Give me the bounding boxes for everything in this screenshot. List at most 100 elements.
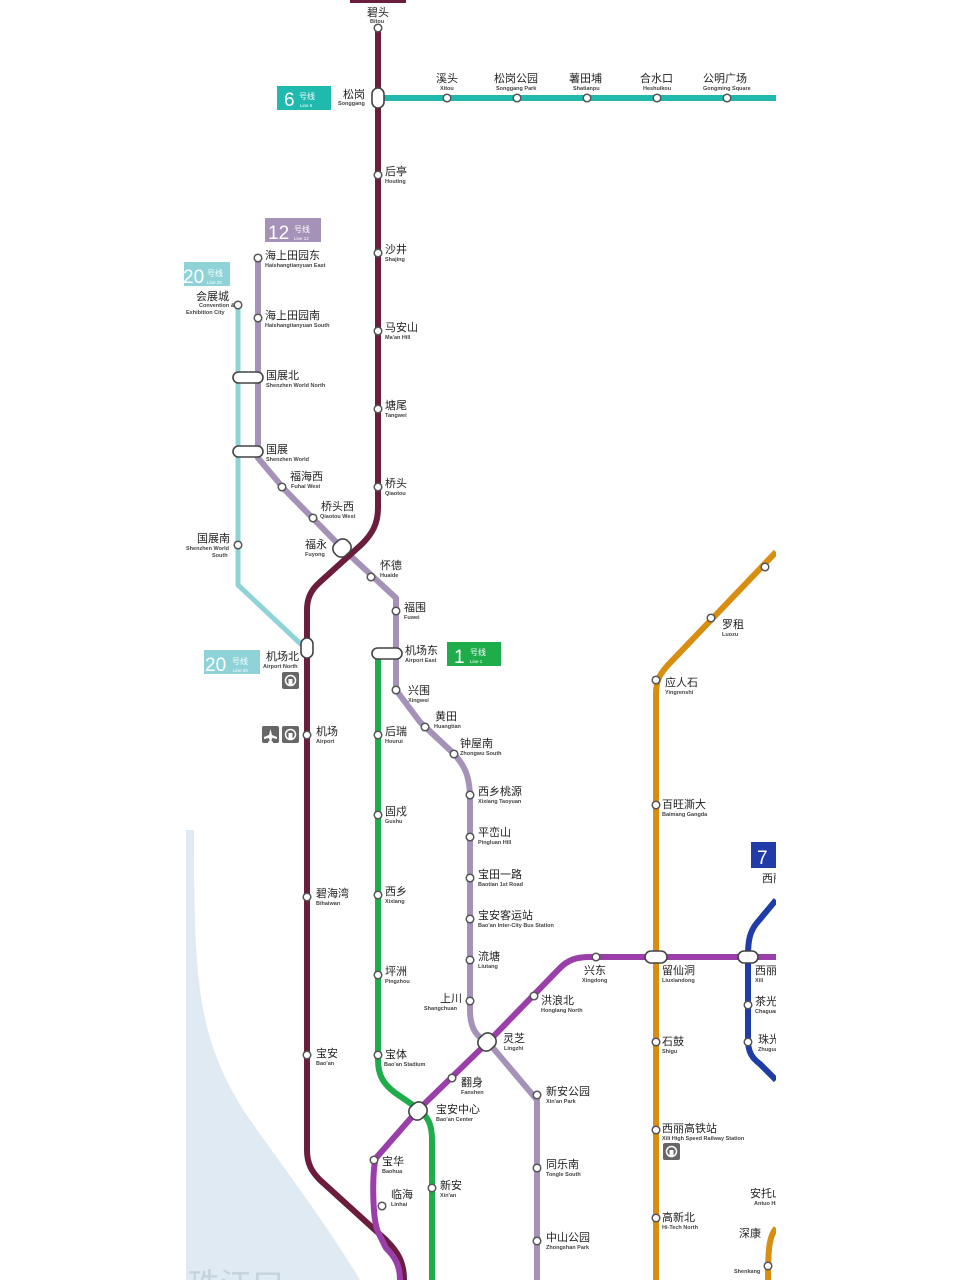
label-tangwei: 塘尾 [385, 398, 407, 412]
dot-huaide [366, 572, 376, 582]
dot-songgang-park [512, 93, 522, 103]
label-lingzhi: 灵芝 [503, 1032, 525, 1045]
label-huangtian: 黄田 [435, 709, 457, 723]
svg-text:Xixiang: Xixiang [385, 899, 405, 905]
dot-hstly-south [253, 313, 263, 323]
dot-airport [302, 730, 312, 740]
line-7-badge: 7 [751, 842, 776, 869]
line-7-route [745, 898, 776, 1083]
svg-text:Xin'an Park: Xin'an Park [546, 1099, 577, 1105]
dot-xitou [442, 93, 452, 103]
svg-text:Shajing: Shajing [385, 257, 405, 263]
dot-xinan [427, 1183, 437, 1193]
dot-xingdong [591, 952, 601, 962]
svg-text:Line 12: Line 12 [294, 236, 309, 241]
dot-baimang [651, 800, 661, 810]
railway-icon-airport [282, 726, 299, 743]
label-bitou: 碧头 [367, 6, 389, 19]
svg-text:Shenzhen World: Shenzhen World [186, 546, 229, 552]
label-honglang-north: 洪浪北 [541, 993, 574, 1007]
label-xili-hsr: 西丽高铁站 [662, 1121, 717, 1135]
label-zhuguang: 珠光 [758, 1032, 780, 1046]
svg-text:Pingzhou: Pingzhou [385, 979, 410, 985]
svg-text:Baotian 1st Road: Baotian 1st Road [478, 882, 523, 888]
label-qiaotou-west: 桥头西 [321, 500, 354, 513]
svg-text:Line 1: Line 1 [470, 659, 483, 664]
dot-baoan-bus [465, 914, 475, 924]
dot-gushu [373, 810, 383, 820]
svg-text:Exhibition City: Exhibition City [186, 310, 225, 316]
dot-hourui [373, 730, 383, 740]
label-xinan: 新安 [440, 1178, 462, 1192]
line-1-route [375, 654, 435, 1280]
svg-text:Bao'an Center: Bao'an Center [436, 1117, 474, 1123]
dot-yingrenshi [651, 675, 661, 685]
svg-text:Zhongwu South: Zhongwu South [460, 751, 502, 757]
label-xingwei: 兴围 [408, 684, 430, 697]
label-exhibition-city: 会展城 [196, 290, 229, 303]
label-xixiang-taoyuan: 西乡桃源 [478, 784, 522, 798]
svg-text:号线: 号线 [470, 647, 486, 657]
svg-text:Convention &: Convention & [199, 303, 235, 309]
svg-text:Ma'an Hill: Ma'an Hill [385, 335, 411, 341]
line-20-route [235, 305, 307, 650]
dot-huangtian [420, 722, 430, 732]
label-airport-north: 机场北 [266, 649, 299, 663]
svg-text:Tangwei: Tangwei [385, 413, 407, 419]
dot-gongming [722, 93, 732, 103]
dot-baohua [369, 1155, 379, 1165]
dot-linhai [377, 1201, 387, 1211]
svg-text:Chaguang: Chaguang [755, 1009, 782, 1015]
label-hstly-south: 海上田园南 [265, 308, 320, 322]
dot-zhuguang [743, 1037, 753, 1047]
label-shenkang: 深康 [739, 1226, 761, 1240]
dot-bitou [373, 23, 383, 33]
label-maan: 马安山 [385, 320, 418, 334]
svg-text:Houting: Houting [385, 179, 406, 185]
svg-text:号线: 号线 [294, 224, 310, 234]
label-xixiang: 西乡 [385, 885, 407, 898]
line-orange-route [653, 549, 776, 1280]
svg-text:7: 7 [757, 848, 768, 869]
dot-honglang-north [529, 991, 539, 1001]
svg-text:Yingrenshi: Yingrenshi [665, 690, 694, 696]
svg-text:Shenzhen World North: Shenzhen World North [266, 383, 326, 389]
dot-xixiang [373, 890, 383, 900]
water-label: 珠江口 [188, 1266, 284, 1280]
svg-text:Baohua: Baohua [382, 1169, 403, 1175]
label-baoan-center: 宝安中心 [436, 1102, 480, 1116]
line-7-south-stub [765, 1226, 776, 1280]
dot-fanshen [447, 1073, 457, 1083]
dot-qiaotou-west [308, 513, 318, 523]
label-bihaiwan: 碧海湾 [316, 886, 349, 900]
label-liutang: 流塘 [478, 949, 500, 963]
dot-pingluan [465, 832, 475, 842]
svg-text:South: South [212, 553, 228, 559]
dot-houting [373, 170, 383, 180]
label-fuhai-west: 福海西 [290, 469, 323, 483]
svg-text:Zhuguang: Zhuguang [758, 1047, 785, 1053]
svg-text:Haishangtianyuan South: Haishangtianyuan South [265, 323, 330, 329]
label-xingdong: 兴东 [584, 964, 606, 977]
svg-text:Hi-Tech North: Hi-Tech North [662, 1225, 699, 1231]
svg-text:Xili High Speed Railway Statio: Xili High Speed Railway Station [662, 1136, 745, 1142]
svg-text:Line 6: Line 6 [300, 103, 313, 108]
svg-text:Hourui: Hourui [385, 739, 403, 745]
svg-text:Antuo Hill: Antuo Hill [754, 1201, 780, 1207]
dot-liutang [465, 955, 475, 965]
label-songgang: 松岗 [343, 87, 365, 101]
transfer-fuyong [332, 538, 352, 558]
dot-shajing [373, 248, 383, 258]
svg-text:Pingluan Hill: Pingluan Hill [478, 840, 512, 846]
label-fuyong: 福永 [305, 537, 327, 551]
svg-text:Heshuikou: Heshuikou [643, 86, 671, 92]
label-huaide: 怀德 [380, 558, 402, 572]
line-20-badge-top: 20 号线 Line 20 [183, 262, 230, 288]
label-fuwei: 福围 [404, 600, 426, 614]
transfer-szw-north [232, 371, 264, 384]
svg-text:Shenzhen World: Shenzhen World [266, 457, 309, 463]
svg-text:Airport: Airport [316, 739, 335, 745]
svg-text:Qiaotou West: Qiaotou West [320, 514, 356, 520]
svg-text:Bao'an: Bao'an [316, 1061, 335, 1067]
svg-text:Lingzhi: Lingzhi [504, 1046, 524, 1052]
